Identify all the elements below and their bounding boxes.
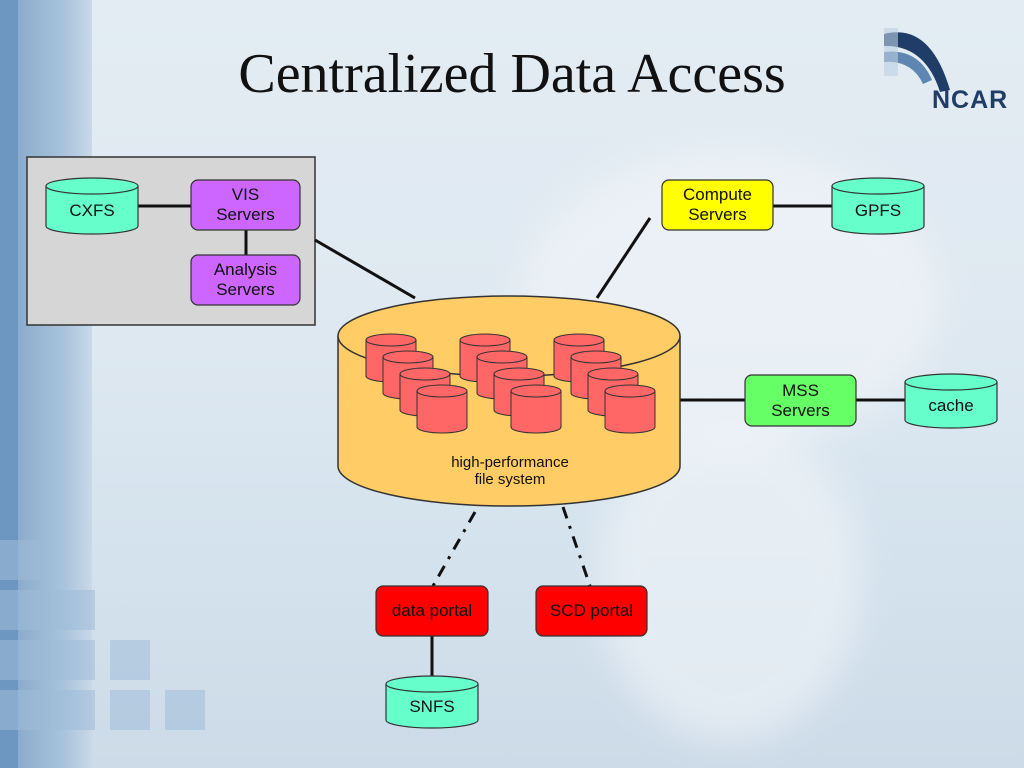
disk-cylinder [416, 384, 468, 434]
deco-square [0, 640, 40, 680]
snfs-label: SNFS [409, 697, 455, 717]
deco-square [0, 590, 40, 630]
ncar-logo: NCAR [932, 86, 1009, 114]
compute-servers-label: Compute Servers [683, 185, 752, 224]
slide-title: Centralized Data Access [238, 43, 786, 105]
analysis-servers-label: Analysis Servers [213, 260, 278, 299]
hpfs-label: high-performance file system [451, 453, 569, 488]
disk-cylinder [510, 384, 562, 434]
dashed-link-hpfs-scdportal [561, 506, 592, 587]
vis-servers-label: VIS Servers [216, 185, 275, 224]
cache-cylinder [904, 373, 998, 429]
cxfs-label: CXFS [69, 201, 115, 221]
scd-portal-label: SCD portal [549, 601, 634, 621]
cache-label: cache [928, 396, 974, 416]
deco-square [55, 590, 95, 630]
vis-servers-box [190, 179, 301, 231]
cxfs-cylinder [45, 177, 139, 235]
data-portal-box [375, 585, 489, 637]
deco-square [110, 640, 150, 680]
gpfs-label: GPFS [854, 201, 902, 221]
snfs-cylinder [385, 675, 479, 729]
mss-servers-box [744, 374, 857, 427]
deco-square [165, 690, 205, 730]
deco-square [0, 690, 40, 730]
mss-servers-label: MSS Servers [771, 380, 830, 420]
dashed-link-hpfs-dataportal [431, 511, 477, 587]
deco-square [55, 640, 95, 680]
scd-portal-box [535, 585, 648, 637]
deco-square [55, 690, 95, 730]
deco-square [110, 690, 150, 730]
compute-servers-box [661, 179, 774, 231]
data-portal-label: data portal [391, 601, 473, 621]
connector-compute-hpfs [595, 217, 652, 299]
connectors [138, 204, 906, 676]
gpfs-cylinder [831, 177, 925, 235]
connector-group-hpfs [314, 238, 416, 300]
analysis-servers-box [190, 254, 301, 306]
deco-square [0, 540, 40, 580]
disk-cylinder [604, 384, 656, 434]
disk-array [365, 333, 656, 434]
